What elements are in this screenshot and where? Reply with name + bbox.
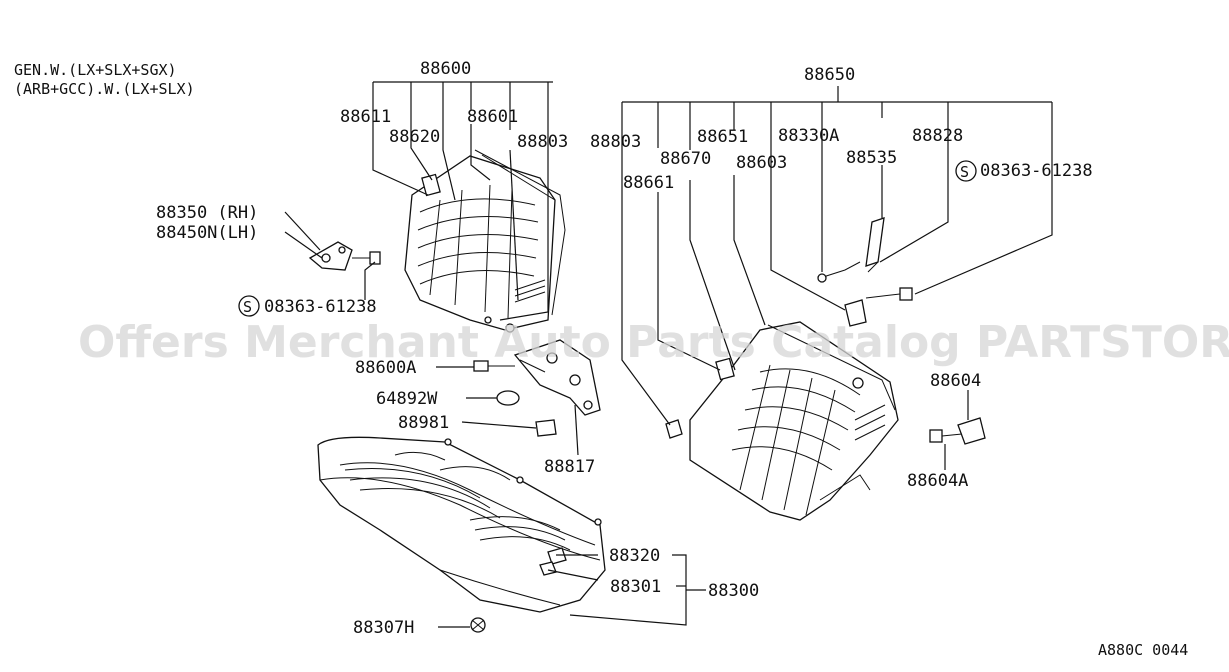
cushion-88981 — [535, 419, 557, 437]
label-88300: 88300 — [708, 581, 759, 601]
label-88650: 88650 — [804, 65, 855, 85]
label-88981: 88981 — [398, 413, 449, 433]
bolt-88600a — [473, 360, 515, 372]
label-88620: 88620 — [389, 127, 440, 147]
label-88803-right: 88803 — [590, 132, 641, 152]
label-88603: 88603 — [736, 153, 787, 173]
screw-symbol-left: S — [238, 295, 260, 317]
label-88301: 88301 — [610, 577, 661, 597]
label-88828: 88828 — [912, 126, 963, 146]
label-88601: 88601 — [467, 107, 518, 127]
left-seatback-drawing — [404, 149, 566, 333]
label-08363-right: 08363-61238 — [980, 161, 1093, 181]
seat-cushion-drawing — [317, 436, 606, 613]
label-88817: 88817 — [544, 457, 595, 477]
label-88651: 88651 — [697, 127, 748, 147]
screw-symbol-right: S — [955, 160, 977, 182]
label-88670: 88670 — [660, 149, 711, 169]
right-seatback-drawing — [689, 321, 899, 521]
label-88604a: 88604A — [907, 471, 968, 491]
note-line-1: GEN.W.(LX+SLX+SGX) — [14, 61, 177, 79]
clip-88307h — [470, 617, 486, 633]
hinge-88350 — [308, 241, 381, 271]
bolt-88330a — [817, 273, 827, 283]
leader-lines — [284, 81, 1053, 628]
drawing-code: A880C 0044 — [1098, 641, 1188, 659]
label-88661: 88661 — [623, 173, 674, 193]
label-08363-left: 08363-61238 — [264, 297, 377, 317]
note-line-2: (ARB+GCC).W.(LX+SLX) — [14, 80, 195, 98]
latch-88535 — [865, 217, 885, 273]
cap-64892w — [496, 390, 520, 406]
striker-88603 — [819, 261, 867, 327]
label-88535: 88535 — [846, 148, 897, 168]
label-88600: 88600 — [420, 59, 471, 79]
label-64892w: 64892W — [376, 389, 438, 409]
label-88600a: 88600A — [355, 358, 416, 378]
hinge-bracket-left — [513, 339, 601, 416]
watermark: Offers Merchant Auto Parts Catalog PARTS… — [78, 317, 1229, 368]
label-88307h: 88307H — [353, 618, 414, 638]
bolt-08363-right — [865, 287, 913, 301]
label-88350: 88350 (RH) — [156, 203, 258, 223]
label-88611: 88611 — [340, 107, 391, 127]
label-88320: 88320 — [609, 546, 660, 566]
label-88604: 88604 — [930, 371, 981, 391]
label-88330a: 88330A — [778, 126, 839, 146]
label-88803-left: 88803 — [517, 132, 568, 152]
hinge-88604 — [929, 417, 986, 445]
label-88450n: 88450N(LH) — [156, 223, 258, 243]
screw-symbol-left-letter: S — [243, 298, 252, 316]
screw-symbol-right-letter: S — [960, 163, 969, 181]
